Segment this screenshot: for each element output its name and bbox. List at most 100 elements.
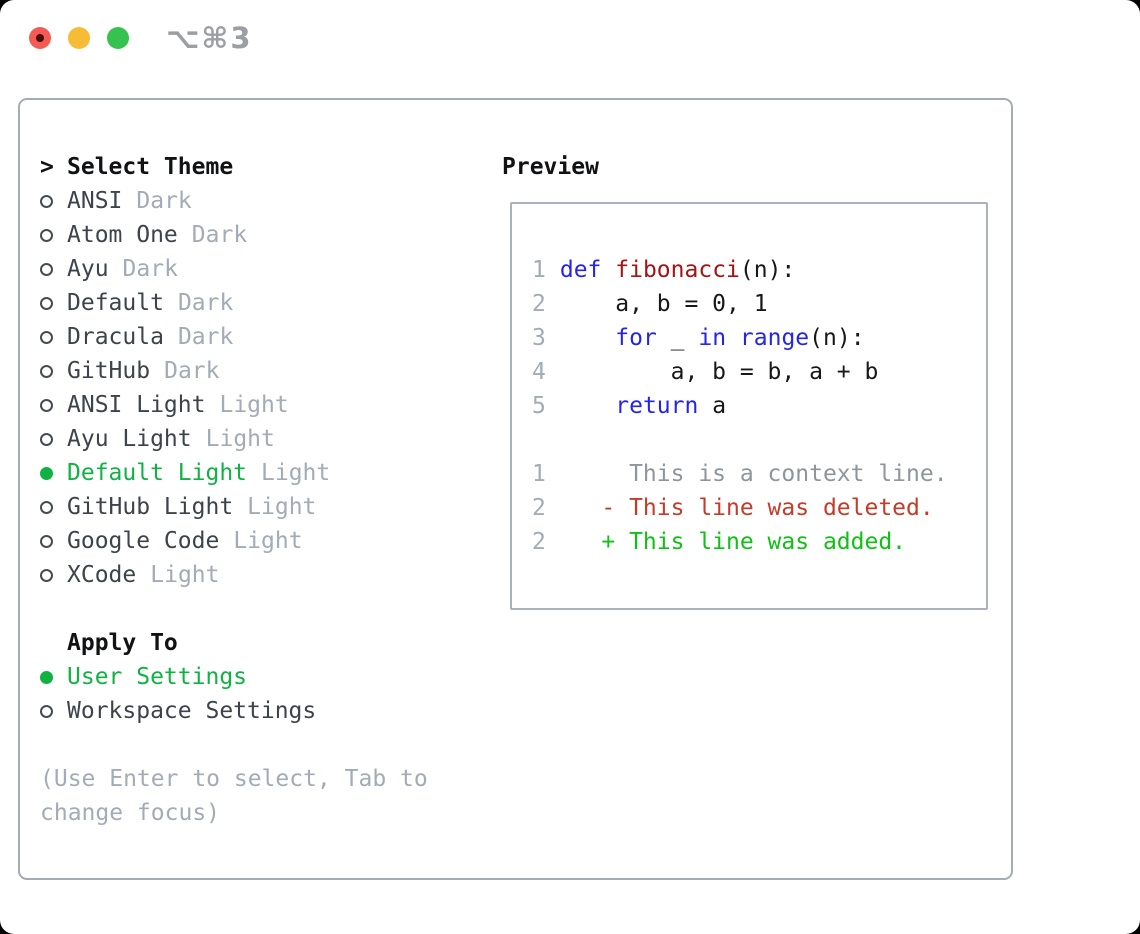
option-label: Dracula <box>67 324 164 350</box>
diff-added-line: 2 + This line was added. <box>532 525 986 559</box>
option-label: Workspace Settings <box>67 698 317 724</box>
line-number: 2 <box>532 529 546 555</box>
theme-option[interactable]: ANSI Dark <box>40 184 490 218</box>
code-line: 1 def fibonacci(n): <box>532 253 986 287</box>
radio-icon <box>40 500 53 514</box>
theme-option[interactable]: GitHub Dark <box>40 354 490 388</box>
theme-option[interactable]: Default Dark <box>40 286 490 320</box>
window-title: ⌥⌘3 <box>166 21 253 55</box>
radio-icon <box>40 568 53 582</box>
spacer <box>40 728 490 762</box>
option-label: User Settings <box>67 664 248 690</box>
line-content: a, b = b, a + b <box>546 359 879 385</box>
radio-icon <box>40 704 53 718</box>
line-content: a, b = 0, 1 <box>546 291 768 317</box>
radio-icon <box>40 228 53 242</box>
code-line: 4 a, b = b, a + b <box>532 355 986 389</box>
apply-option[interactable]: Workspace Settings <box>40 694 490 728</box>
line-content: - This line was deleted. <box>546 495 934 521</box>
blank-line <box>532 423 986 457</box>
theme-option[interactable]: GitHub Light Light <box>40 490 490 524</box>
option-label: Atom One <box>67 222 178 248</box>
line-number: 3 <box>532 325 546 351</box>
theme-variant-label: Dark <box>164 358 220 384</box>
option-label: Default Light <box>67 460 248 486</box>
titlebar: ⌥⌘3 <box>0 0 1140 76</box>
minimize-button[interactable] <box>68 27 90 49</box>
option-label: ANSI Light <box>67 392 206 418</box>
theme-option[interactable]: XCode Light <box>40 558 490 592</box>
line-content: def fibonacci(n): <box>559 257 796 283</box>
help-text: (Use Enter to select, Tab to change focu… <box>40 766 428 826</box>
line-number: 1 <box>532 257 546 283</box>
theme-variant-label: Light <box>150 562 220 588</box>
theme-variant-label: Light <box>205 426 275 452</box>
radio-icon <box>40 296 53 310</box>
theme-option[interactable]: ANSI Light Light <box>40 388 490 422</box>
close-button[interactable] <box>29 27 51 49</box>
option-label: Ayu Light <box>67 426 192 452</box>
radio-selected-icon <box>40 670 53 684</box>
diff-deleted-line: 2 - This line was deleted. <box>532 491 986 525</box>
diff-context-line: 1 This is a context line. <box>532 457 986 491</box>
theme-option[interactable]: Ayu Dark <box>40 252 490 286</box>
radio-selected-icon <box>40 466 53 480</box>
select-theme-header: > Select Theme <box>40 150 490 184</box>
radio-icon <box>40 364 53 378</box>
line-number: 1 <box>532 461 546 487</box>
select-theme-title: Select Theme <box>67 154 234 180</box>
code-line: 2 a, b = 0, 1 <box>532 287 986 321</box>
line-content: This is a context line. <box>546 461 948 487</box>
option-label: GitHub Light <box>67 494 234 520</box>
apply-to-header: Apply To <box>40 626 490 660</box>
radio-icon <box>40 432 53 446</box>
apply-to-title: Apply To <box>67 630 178 656</box>
line-number: 5 <box>532 393 546 419</box>
zoom-button[interactable] <box>107 27 129 49</box>
code-line: 3 for _ in range(n): <box>532 321 986 355</box>
focus-caret-icon: > <box>40 154 54 180</box>
theme-option[interactable]: Default Light Light <box>40 456 490 490</box>
option-label: ANSI <box>67 188 123 214</box>
apply-option[interactable]: User Settings <box>40 660 490 694</box>
theme-variant-label: Dark <box>177 290 234 316</box>
line-content: return a <box>615 393 727 419</box>
option-label: GitHub <box>67 358 151 384</box>
theme-variant-label: Dark <box>191 222 248 248</box>
code-line: 5 return a <box>532 389 986 423</box>
theme-option[interactable]: Dracula Dark <box>40 320 490 354</box>
theme-variant-label: Dark <box>122 256 178 282</box>
theme-variant-label: Light <box>219 392 289 418</box>
radio-icon <box>40 330 53 344</box>
theme-option[interactable]: Atom One Dark <box>40 218 490 252</box>
theme-variant-label: Dark <box>136 188 192 214</box>
option-label: Google Code <box>67 528 220 554</box>
radio-icon <box>40 398 53 412</box>
radio-icon <box>40 262 53 276</box>
theme-variant-label: Light <box>261 460 331 486</box>
close-dot-icon <box>36 34 44 42</box>
line-number: 2 <box>532 495 546 521</box>
option-label: XCode <box>67 562 137 588</box>
theme-option[interactable]: Ayu Light Light <box>40 422 490 456</box>
theme-variant-label: Light <box>247 494 317 520</box>
line-content: for _ in range(n): <box>615 325 865 351</box>
radio-icon <box>40 534 53 548</box>
option-label: Default <box>67 290 164 316</box>
line-number: 4 <box>532 359 546 385</box>
theme-variant-label: Dark <box>177 324 234 350</box>
option-label: Ayu <box>67 256 109 282</box>
radio-icon <box>40 194 53 208</box>
line-content: + This line was added. <box>546 529 907 555</box>
preview-title: Preview <box>502 154 599 180</box>
spacer <box>40 592 490 626</box>
line-number: 2 <box>532 291 546 317</box>
